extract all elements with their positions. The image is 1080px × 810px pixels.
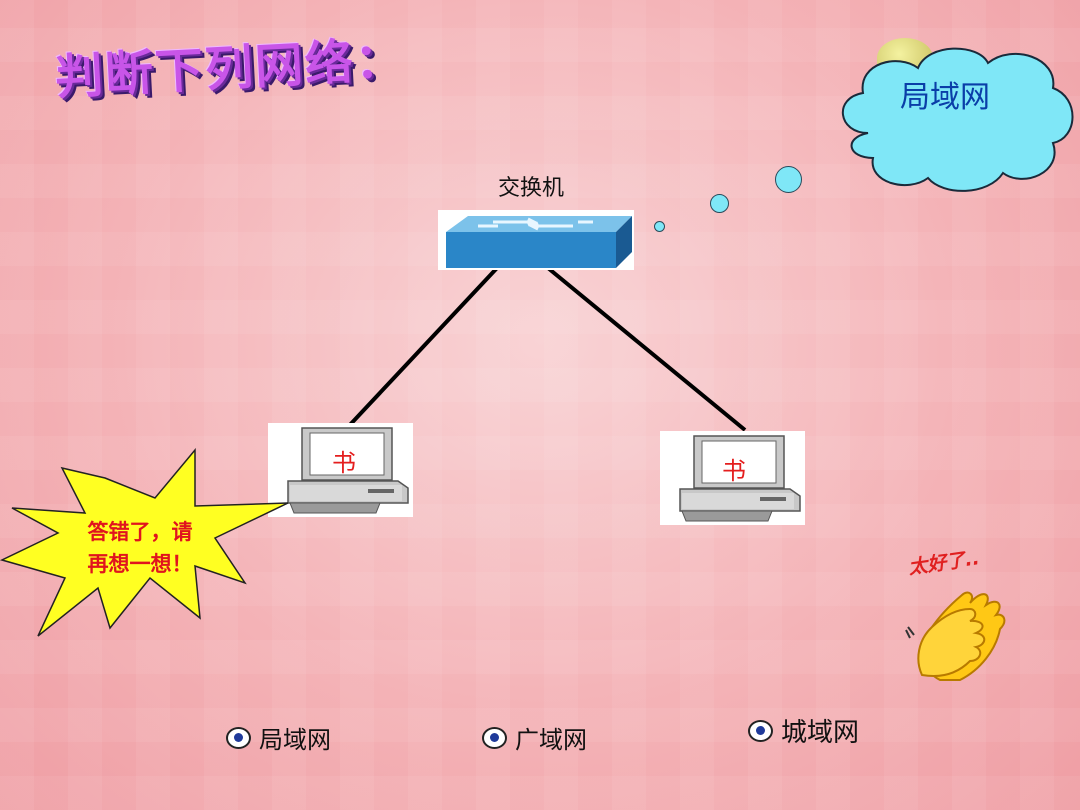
option-label: 广域网: [515, 726, 587, 754]
option-lan[interactable]: 局域网: [226, 720, 331, 755]
option-wan[interactable]: 广域网: [482, 720, 587, 755]
radio-button[interactable]: [748, 719, 773, 742]
computer-left[interactable]: 书: [268, 423, 413, 517]
wire-left: [345, 266, 499, 430]
page-title: 判断下列网络：: [53, 31, 407, 106]
callout-text: 局域网: [900, 80, 990, 115]
wrong-answer-message: 答错了，请 再想一想！: [60, 516, 220, 580]
thought-bubble: [710, 194, 729, 213]
radio-button[interactable]: [482, 726, 507, 749]
starburst-shape: [0, 448, 289, 637]
cloud-callout: [842, 47, 1074, 192]
thought-bubble: [654, 221, 665, 232]
option-label: 局域网: [259, 726, 331, 754]
option-label: 城域网: [781, 718, 860, 748]
radio-button[interactable]: [226, 726, 251, 749]
wrong-message-line1: 答错了，请: [87, 520, 193, 544]
computer-right[interactable]: 书: [660, 431, 805, 525]
computer-icon: [287, 427, 409, 514]
computer-screen-label: 书: [332, 449, 356, 477]
switch-label: 交换机: [498, 176, 565, 201]
computer-screen-label: 书: [722, 457, 746, 485]
wire-right: [546, 266, 747, 432]
option-man[interactable]: 城域网: [748, 712, 859, 749]
clapping-hands-icon: [905, 591, 1006, 681]
switch-icon: [438, 210, 634, 270]
computer-icon: [679, 435, 801, 522]
wrong-message-line2: 再想一想！: [87, 552, 193, 576]
thought-bubble: [775, 166, 802, 193]
